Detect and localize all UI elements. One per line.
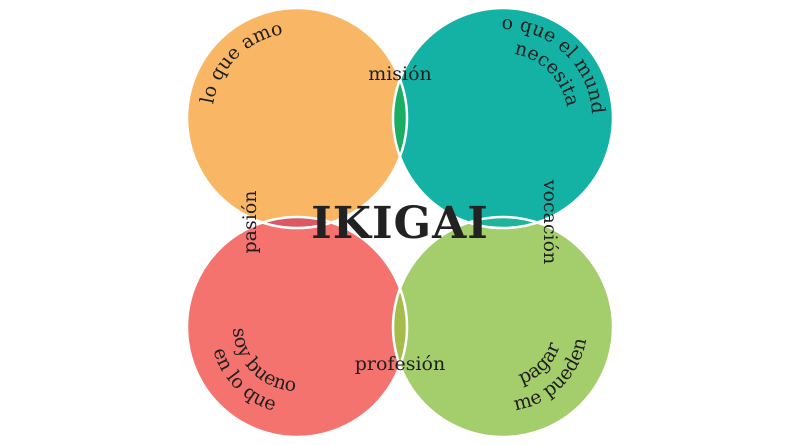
label-mision: misión (368, 63, 432, 85)
circle-outlines (185, 6, 615, 439)
circle-en-lo-que-soy-bueno (187, 217, 407, 437)
center-title: IKIGAI (311, 198, 489, 249)
circle-lo-que-amo (187, 8, 407, 228)
circle-me-pueden-pagar (393, 217, 613, 437)
label-pasion: pasión (239, 191, 261, 254)
label-profesion: profesión (355, 353, 445, 375)
label-vocacion: vocación (539, 179, 561, 265)
circle-lo-que-el-mundo-necesita (393, 8, 613, 228)
